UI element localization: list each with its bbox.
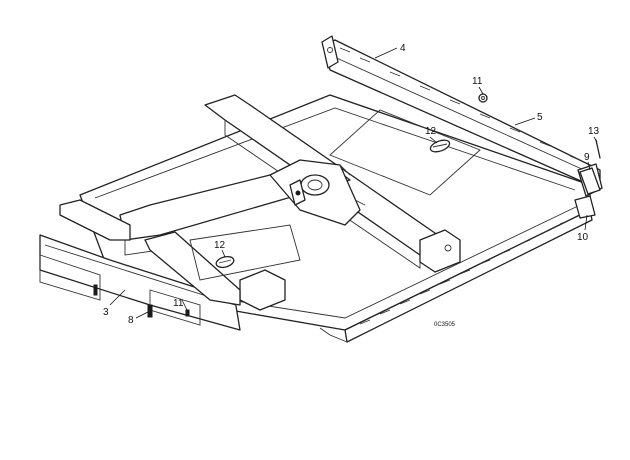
callout-13: 13 — [588, 126, 600, 137]
gearbox — [269, 159, 366, 226]
left-skirt — [39, 234, 241, 331]
callout-12-front-plate: 12 — [214, 240, 226, 251]
callout-12-rear-plate: 12 — [425, 126, 437, 137]
pin-part-13 — [595, 139, 601, 159]
leader-lines — [109, 47, 598, 319]
callout-11-nut: 11 — [472, 76, 483, 87]
callout-9: 9 — [584, 152, 590, 163]
rear-rail — [321, 35, 603, 197]
nut-part-11 — [478, 93, 488, 103]
callout-5: 5 — [537, 112, 543, 123]
bolt-part-8 — [147, 304, 153, 318]
callout-3: 3 — [103, 307, 109, 318]
callout-8: 8 — [128, 315, 134, 326]
bracket-part-9 — [579, 167, 601, 195]
cover-plate-rear — [329, 109, 481, 196]
bracket-part-10 — [574, 195, 596, 219]
callout-11-skirt: 11 — [173, 298, 184, 309]
drawing-code: 0C3505 — [434, 322, 456, 328]
cover-plate-front — [189, 224, 301, 281]
side-beam — [59, 199, 241, 306]
front-skirt — [319, 209, 593, 343]
callout-4: 4 — [400, 43, 406, 54]
callout-10: 10 — [577, 232, 589, 243]
